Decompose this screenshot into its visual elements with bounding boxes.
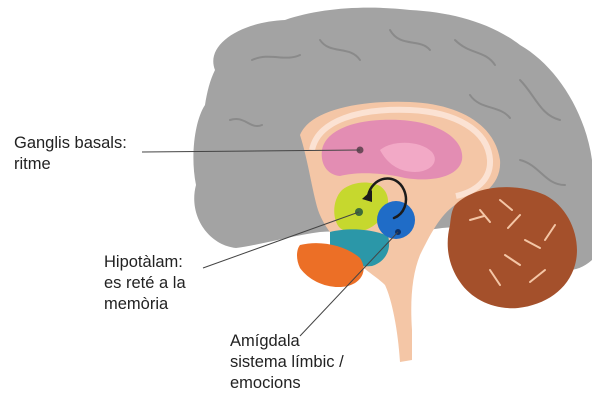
hypothalamus-label-line-2: es reté a la — [104, 273, 186, 294]
amygdala-label-line-3: emocions — [230, 373, 344, 394]
amygdala-label-line-1: Amígdala — [230, 331, 344, 352]
basal-ganglia-label: Ganglis basals: ritme — [14, 133, 127, 175]
hypothalamus-label: Hipotàlam: es reté a la memòria — [104, 252, 186, 315]
amygdala-label-line-2: sistema límbic / — [230, 352, 344, 373]
hypothalamus-label-line-1: Hipotàlam: — [104, 252, 186, 273]
basal-ganglia-label-line-1: Ganglis basals: — [14, 133, 127, 154]
hypothalamus-label-line-3: memòria — [104, 294, 186, 315]
basal-ganglia-label-line-2: ritme — [14, 154, 127, 175]
amygdala-label: Amígdala sistema límbic / emocions — [230, 331, 344, 394]
cerebellum — [448, 187, 577, 308]
